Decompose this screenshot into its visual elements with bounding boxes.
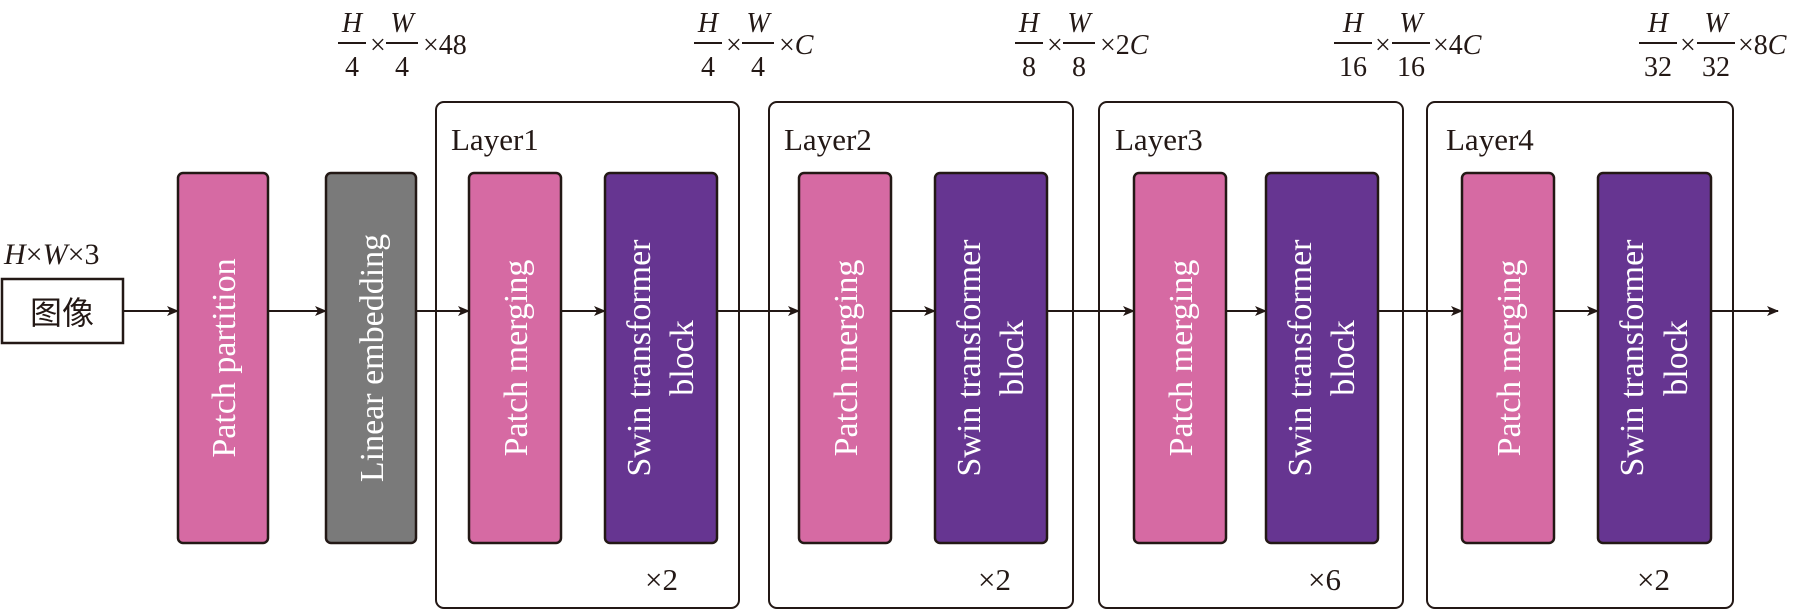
layer1-repeat: ×2 bbox=[645, 562, 678, 597]
layer3-frame: Layer3 ×6 bbox=[1098, 101, 1404, 609]
svg-text:W: W bbox=[1067, 8, 1093, 39]
dim-label-layer3: H 16 × W 16 ×4C bbox=[1334, 8, 1482, 83]
svg-text:Swin transformer: Swin transformer bbox=[621, 239, 658, 477]
layer4-repeat: ×2 bbox=[1637, 562, 1670, 597]
svg-text:×: × bbox=[1047, 30, 1063, 61]
svg-text:Patch merging: Patch merging bbox=[828, 260, 865, 457]
layer2-patch-merging-block: Patch merging bbox=[797, 171, 893, 545]
svg-text:8: 8 bbox=[1072, 52, 1086, 83]
svg-text:Patch merging: Patch merging bbox=[498, 260, 535, 457]
svg-text:block: block bbox=[994, 320, 1031, 396]
svg-text:4: 4 bbox=[395, 52, 409, 83]
dim-label-stem: H 4 × W 4 ×48 bbox=[338, 8, 467, 83]
svg-text:16: 16 bbox=[1397, 52, 1425, 83]
svg-text:×48: ×48 bbox=[423, 30, 467, 61]
svg-text:×4C: ×4C bbox=[1433, 30, 1482, 61]
svg-text:W: W bbox=[1399, 8, 1425, 39]
layer1-frame: Layer1 ×2 bbox=[435, 101, 740, 609]
svg-text:32: 32 bbox=[1702, 52, 1730, 83]
svg-text:W: W bbox=[746, 8, 772, 39]
svg-text:16: 16 bbox=[1339, 52, 1367, 83]
svg-text:×: × bbox=[1680, 30, 1696, 61]
svg-text:4: 4 bbox=[701, 52, 715, 83]
svg-text:Swin transformer: Swin transformer bbox=[1282, 239, 1319, 477]
layer4-swin-block: Swin transformer block bbox=[1596, 171, 1713, 545]
svg-text:H: H bbox=[1647, 8, 1670, 39]
layer2-swin-block: Swin transformer block bbox=[933, 171, 1049, 545]
svg-text:Swin transformer: Swin transformer bbox=[951, 239, 988, 477]
svg-text:W: W bbox=[1704, 8, 1730, 39]
dim-label-layer1: H 4 × W 4 ×C bbox=[694, 8, 814, 83]
layer4-patch-merging-block: Patch merging bbox=[1460, 171, 1556, 545]
svg-text:×: × bbox=[726, 30, 742, 61]
layer1-swin-block: Swin transformer block bbox=[603, 171, 719, 545]
svg-text:H: H bbox=[697, 8, 720, 39]
layer3-title: Layer3 bbox=[1115, 122, 1203, 157]
layer1-patch-merging-block: Patch merging bbox=[467, 171, 563, 545]
layer2-frame: Layer2 ×2 bbox=[768, 101, 1074, 609]
svg-text:H: H bbox=[1342, 8, 1365, 39]
svg-text:32: 32 bbox=[1644, 52, 1672, 83]
svg-text:4: 4 bbox=[345, 52, 359, 83]
image-input-label: 图像 bbox=[30, 295, 94, 331]
svg-text:×2C: ×2C bbox=[1100, 30, 1149, 61]
input-size-label: H×W×3 bbox=[3, 238, 100, 271]
svg-text:×: × bbox=[1375, 30, 1391, 61]
svg-text:block: block bbox=[1325, 320, 1362, 396]
svg-text:×C: ×C bbox=[779, 30, 814, 61]
linear-embedding-label: Linear embedding bbox=[354, 234, 391, 482]
svg-text:H: H bbox=[341, 8, 364, 39]
dim-label-layer4: H 32 × W 32 ×8C bbox=[1639, 8, 1787, 83]
svg-text:8: 8 bbox=[1022, 52, 1036, 83]
layer3-repeat: ×6 bbox=[1308, 562, 1341, 597]
svg-text:Patch merging: Patch merging bbox=[1163, 260, 1200, 457]
svg-text:W: W bbox=[390, 8, 416, 39]
layer2-title: Layer2 bbox=[784, 122, 872, 157]
svg-text:Patch merging: Patch merging bbox=[1491, 260, 1528, 457]
layer3-patch-merging-block: Patch merging bbox=[1132, 171, 1228, 545]
svg-text:4: 4 bbox=[751, 52, 765, 83]
patch-partition-block: Patch partition bbox=[176, 171, 270, 545]
dim-label-layer2: H 8 × W 8 ×2C bbox=[1015, 8, 1149, 83]
linear-embedding-block: Linear embedding bbox=[324, 171, 418, 545]
svg-text:×: × bbox=[370, 30, 386, 61]
layer4-frame: Layer4 ×2 bbox=[1426, 101, 1734, 609]
svg-text:H×W×3: H×W×3 bbox=[3, 238, 100, 271]
svg-text:block: block bbox=[664, 320, 701, 396]
svg-text:H: H bbox=[1018, 8, 1041, 39]
layer4-title: Layer4 bbox=[1446, 122, 1534, 157]
svg-text:Swin transformer: Swin transformer bbox=[1614, 239, 1651, 477]
svg-text:×8C: ×8C bbox=[1738, 30, 1787, 61]
layer2-repeat: ×2 bbox=[978, 562, 1011, 597]
image-input-box bbox=[0, 277, 125, 345]
patch-partition-label: Patch partition bbox=[206, 258, 243, 457]
svg-text:block: block bbox=[1658, 320, 1695, 396]
layer3-swin-block: Swin transformer block bbox=[1264, 171, 1380, 545]
layer1-title: Layer1 bbox=[451, 122, 539, 157]
